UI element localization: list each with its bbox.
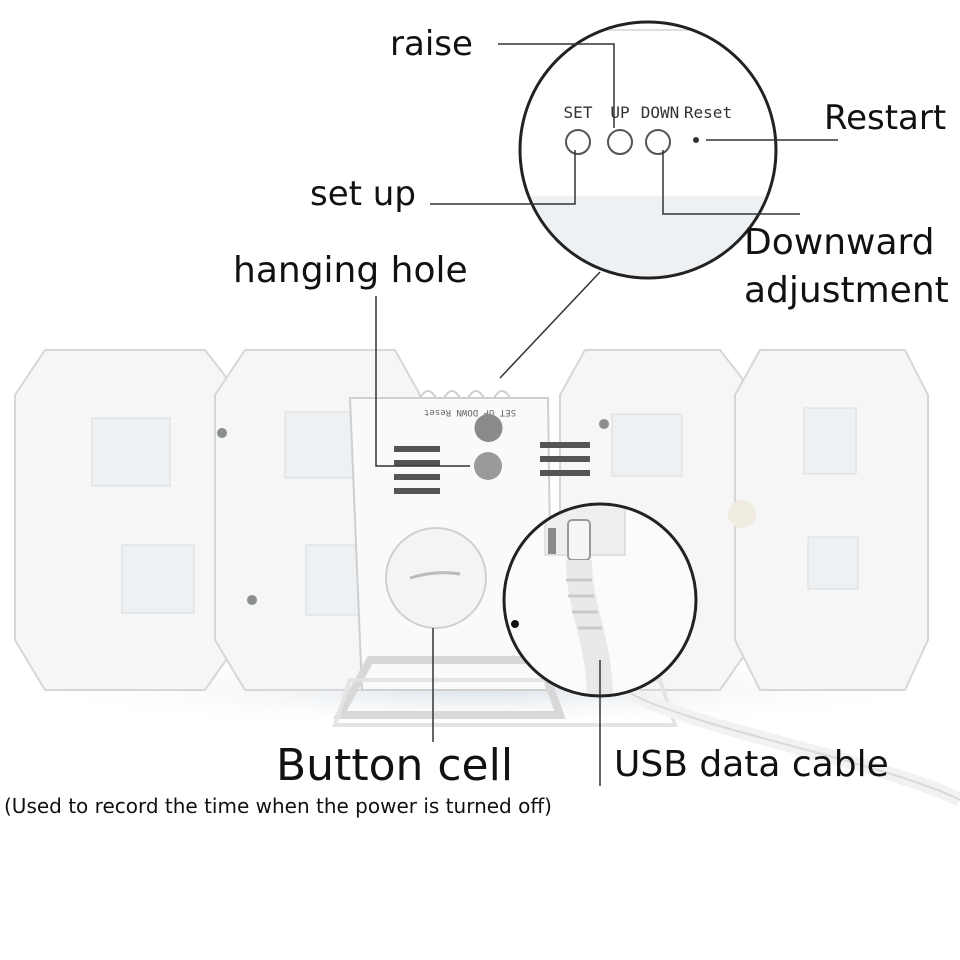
hanging-hole [474, 414, 503, 442]
set-button [565, 129, 591, 155]
set-label: SET [564, 103, 593, 122]
segment-window [91, 417, 171, 487]
leader-set-up [430, 150, 576, 205]
vent-slots-right [540, 442, 590, 476]
digit-right-2 [728, 349, 929, 691]
up-label: UP [610, 103, 629, 122]
reset-pinhole [693, 137, 699, 143]
label-hanging-hole: hanging hole [233, 250, 468, 291]
label-restart: Restart [824, 98, 947, 138]
usb-plug [567, 519, 591, 561]
back-panel: SET UP DOWN Reset [348, 390, 590, 691]
label-button-cell-note: (Used to record the time when the power … [4, 794, 552, 818]
leader-hanging-hole [375, 296, 470, 467]
label-raise: raise [390, 24, 473, 64]
label-button-cell: Button cell [276, 740, 514, 791]
segment-window [284, 411, 356, 479]
leader-raise [498, 43, 615, 128]
up-button [607, 129, 633, 155]
screw [247, 595, 257, 605]
segment-window [121, 544, 195, 614]
segment-window [611, 413, 683, 477]
reset-label: Reset [684, 103, 732, 122]
segment-window [807, 536, 859, 590]
vent-slots-left [394, 446, 440, 494]
light-sensor [728, 500, 756, 528]
mirrored-button-labels: SET UP DOWN Reset [424, 407, 516, 417]
battery-cover [385, 527, 487, 629]
button-strip [419, 390, 511, 399]
leader-lines [375, 43, 838, 786]
screw [599, 419, 609, 429]
digit-left-1 [14, 349, 244, 691]
screw [217, 428, 227, 438]
label-downward: Downward [744, 222, 935, 263]
label-usb-cable: USB data cable [614, 744, 889, 785]
label-set-up: set up [310, 174, 416, 214]
leader-zoom-link [499, 271, 601, 379]
zoom-buttons: SET UP DOWN Reset [518, 20, 778, 280]
down-button [645, 129, 671, 155]
leader-downward [662, 150, 800, 215]
down-label: DOWN [641, 103, 680, 122]
label-adjustment: adjustment [744, 270, 949, 311]
zoom-usb [502, 502, 698, 698]
segment-window [803, 407, 857, 475]
